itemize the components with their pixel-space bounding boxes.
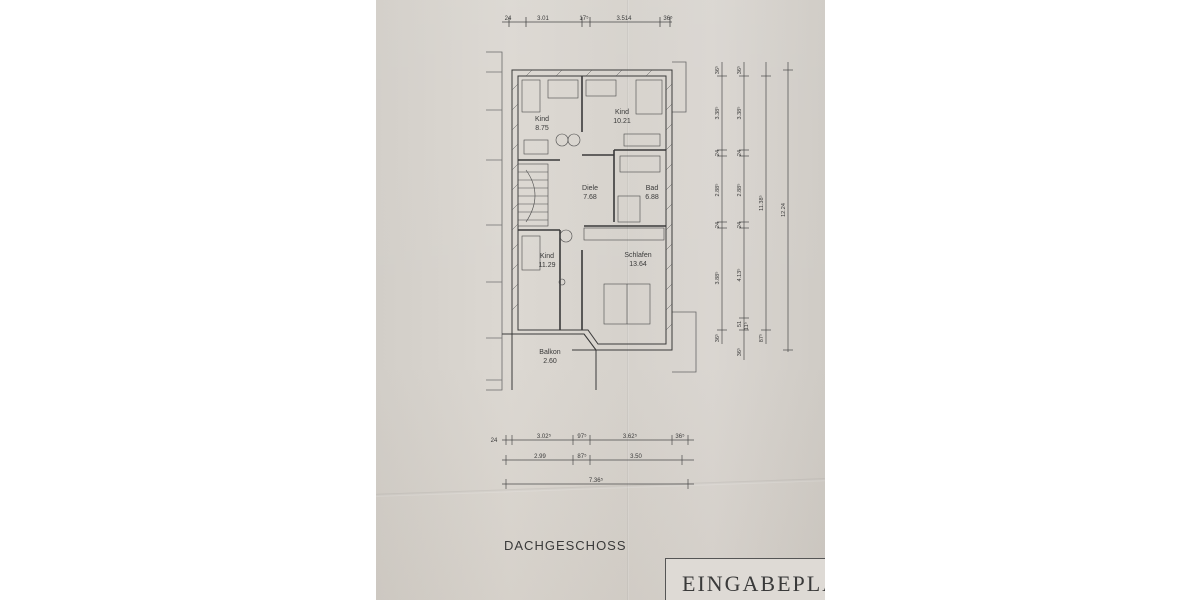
balcony-outline <box>502 333 597 390</box>
dim-bottom-total: 7.36⁵ <box>589 477 604 484</box>
dim-bottom1-3: 3.62⁵ <box>623 433 638 440</box>
stamp-text: EINGABEPLA <box>682 571 825 596</box>
room-name-schlafen: Schlafen <box>624 252 651 259</box>
floor-plan-drawing: Kind 8.75 Kind 10.21 Diele 7.68 Bad 6.88… <box>486 15 793 489</box>
drawing-title: DACHGESCHOSS <box>504 538 627 553</box>
room-area-schlafen: 13.64 <box>629 261 647 268</box>
room-name-kind-2: Kind <box>615 109 629 116</box>
right-dimension-labels: 36⁵ 3.38⁵ 24 2.88⁵ 24 3.88⁵ 36⁵ 36⁵ 3.38… <box>714 66 787 356</box>
dim-right2-6: 51 <box>737 321 743 327</box>
title-block-stamp: EINGABEPLA <box>665 558 825 600</box>
paper-fold-vertical <box>627 0 629 600</box>
dim-right1-5: 3.88⁵ <box>714 272 721 285</box>
dim-top-0: 24 <box>505 16 512 22</box>
paper-shading <box>376 0 825 600</box>
dim-top-4: 36⁵ <box>663 15 673 22</box>
dim-right1-3: 2.88⁵ <box>714 184 721 197</box>
dim-right2-2: 24 <box>737 150 743 156</box>
room-name-diele: Diele <box>582 185 598 192</box>
dim-top-2: 17⁵ <box>579 15 589 22</box>
dim-right2-0: 36⁵ <box>736 66 743 74</box>
room-area-bad: 6.88 <box>645 194 659 201</box>
dim-bottom1-0: 24 <box>491 438 498 444</box>
dim-right2-3: 2.88⁵ <box>736 184 743 197</box>
dim-right1-2: 24 <box>715 150 721 156</box>
room-name-balkon: Balkon <box>539 349 561 356</box>
room-area-diele: 7.68 <box>583 194 597 201</box>
dim-right1-0: 36⁵ <box>714 66 721 74</box>
dim-bottom1-4: 36⁵ <box>675 433 685 440</box>
dim-right3-bottom: 87⁵ <box>758 334 765 342</box>
dim-top-3: 3.514 <box>616 16 632 22</box>
dim-bottom2-2: 3.50 <box>630 454 642 460</box>
room-area-kind-3: 11.29 <box>539 262 556 269</box>
dim-bottom1-1: 3.02⁵ <box>537 433 552 440</box>
dim-right2-8: 36⁵ <box>736 348 743 356</box>
dim-right2-1: 3.38⁵ <box>736 107 743 120</box>
dim-right2-7: 11⁵ <box>743 322 750 330</box>
dim-bottom2-0: 2.99 <box>534 454 546 460</box>
room-name-kind-1: Kind <box>535 116 549 123</box>
wall-hatching <box>511 69 673 331</box>
dim-bottom1-2: 97⁵ <box>577 433 587 440</box>
dim-right4-total: 12.24 <box>781 203 787 217</box>
room-area-kind-2: 10.21 <box>613 118 631 125</box>
dim-bottom2-1: 87⁵ <box>577 453 587 460</box>
room-area-kind-1: 8.75 <box>535 125 549 132</box>
dim-right1-1: 3.38⁵ <box>714 107 721 120</box>
dim-top-1: 3.01 <box>537 16 549 22</box>
dim-right2-5: 4.13⁵ <box>736 269 743 282</box>
dim-right1-4: 24 <box>715 222 721 228</box>
dim-right2-4: 24 <box>737 222 743 228</box>
dim-right1-6: 36⁵ <box>714 334 721 342</box>
bottom-dimension-lines <box>502 435 694 489</box>
dim-right3-total: 11.38⁵ <box>758 195 765 211</box>
staircase <box>517 163 549 227</box>
floor-plan-sheet: Kind 8.75 Kind 10.21 Diele 7.68 Bad 6.88… <box>376 0 825 600</box>
right-dimension-lines <box>717 62 793 360</box>
furniture <box>521 79 665 325</box>
interior-walls <box>518 76 666 330</box>
neighbor-outline <box>486 51 503 391</box>
room-name-bad: Bad <box>646 185 659 192</box>
room-name-kind-3: Kind <box>540 253 554 260</box>
room-area-balkon: 2.60 <box>543 358 557 365</box>
